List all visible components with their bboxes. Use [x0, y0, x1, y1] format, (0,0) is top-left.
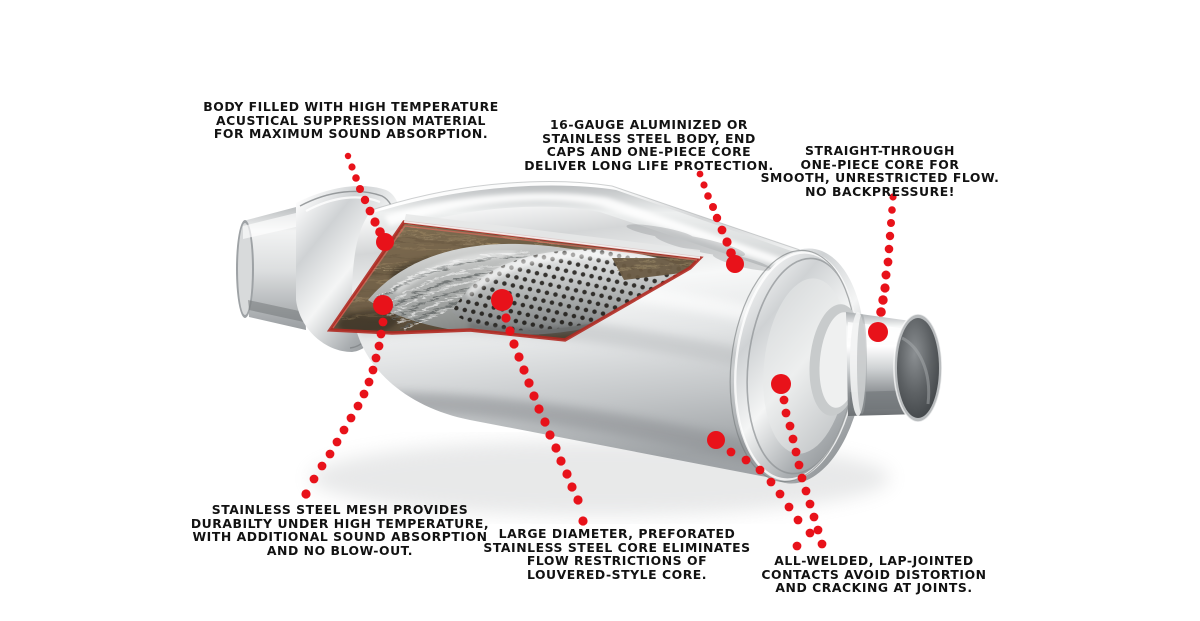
leader-body-gauge [696, 170, 744, 273]
leader-lines [301, 152, 897, 551]
callout-welded-joints: ALL-WELDED, LAP-JOINTED CONTACTS AVOID D… [761, 553, 987, 596]
callout-steel-mesh: STAINLESS STEEL MESH PROVIDES DURABILTY … [190, 502, 490, 558]
leader-packing [344, 152, 394, 251]
leader-perforated-core [491, 289, 588, 526]
leader-welded-b [771, 374, 823, 551]
leader-straight-through [868, 193, 897, 342]
callout-perforated-core: LARGE DIAMETER, PREFORATED STAINLESS STE… [483, 526, 751, 582]
callout-packing: BODY FILLED WITH HIGH TEMPERATURE ACUSTI… [203, 99, 499, 142]
callout-straight-through: STRAIGHT-THROUGH ONE-PIECE CORE FOR SMOO… [760, 143, 1000, 199]
leader-steel-mesh [301, 295, 393, 499]
outlet-pipe [846, 312, 943, 423]
callout-body-gauge: 16-GAUGE ALUMINIZED OR STAINLESS STEEL B… [524, 117, 774, 173]
leader-welded-a [707, 431, 827, 549]
inlet-pipe [236, 206, 306, 330]
